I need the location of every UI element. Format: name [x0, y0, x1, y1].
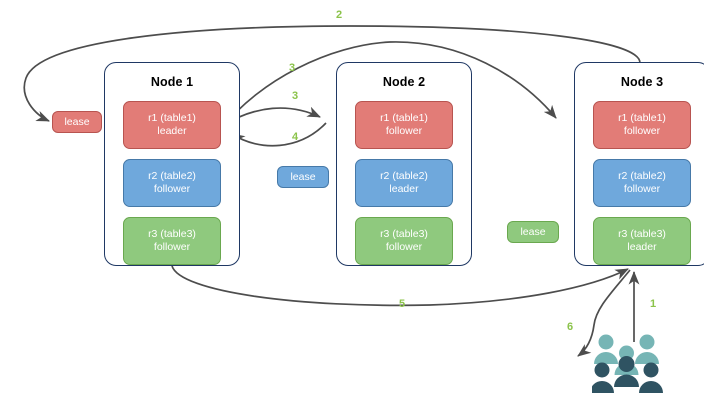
replica-role: follower — [623, 183, 661, 195]
replica-node2-r2[interactable]: r2 (table2) leader — [355, 159, 453, 207]
node-box-node2[interactable]: Node 2 r1 (table1) follower r2 (table2) … — [336, 62, 472, 266]
replica-node2-r3[interactable]: r3 (table3) follower — [355, 217, 453, 265]
replica-name: r3 (table3) — [618, 227, 666, 240]
lease-badge-r3[interactable]: lease — [507, 221, 559, 243]
replica-name: r2 (table2) — [618, 169, 666, 182]
step-label-1: 1 — [649, 298, 657, 310]
replica-role: follower — [153, 183, 191, 195]
step-label-3b: 3 — [291, 90, 299, 102]
replica-role: leader — [389, 183, 419, 195]
users-group-icon[interactable] — [592, 333, 668, 395]
replica-node3-r1[interactable]: r1 (table1) follower — [593, 101, 691, 149]
lease-badge-r2[interactable]: lease — [277, 166, 329, 188]
replica-name: r1 (table1) — [148, 111, 196, 124]
replica-node3-r3[interactable]: r3 (table3) leader — [593, 217, 691, 265]
edge-step-5 — [171, 265, 629, 307]
replica-node1-r3[interactable]: r3 (table3) follower — [123, 217, 221, 265]
replica-role: follower — [153, 241, 191, 253]
replica-node1-r1[interactable]: r1 (table1) leader — [123, 101, 221, 149]
replica-node2-r1[interactable]: r1 (table1) follower — [355, 101, 453, 149]
replica-name: r2 (table2) — [380, 169, 428, 182]
node-box-node1[interactable]: Node 1 r1 (table1) leader r2 (table2) fo… — [104, 62, 240, 266]
step-label-6: 6 — [566, 321, 574, 333]
step-label-4: 4 — [291, 131, 299, 143]
node-box-node3[interactable]: Node 3 r1 (table1) follower r2 (table2) … — [574, 62, 704, 266]
replica-role: follower — [385, 241, 423, 253]
replica-node3-r2[interactable]: r2 (table2) follower — [593, 159, 691, 207]
replica-name: r1 (table1) — [380, 111, 428, 124]
edge-step-3-upper — [221, 41, 557, 129]
step-label-3a: 3 — [288, 62, 296, 74]
step-label-2: 2 — [335, 9, 343, 21]
edge-step-2 — [23, 25, 641, 122]
node-title: Node 2 — [382, 75, 426, 89]
replica-name: r2 (table2) — [148, 169, 196, 182]
node-title: Node 1 — [150, 75, 194, 89]
users-front-row — [592, 356, 663, 393]
replica-role: follower — [623, 125, 661, 137]
replica-role: follower — [385, 125, 423, 137]
node-title: Node 3 — [620, 75, 664, 89]
edge-step-4 — [231, 122, 327, 147]
replica-name: r3 (table3) — [148, 227, 196, 240]
replica-node1-r2[interactable]: r2 (table2) follower — [123, 159, 221, 207]
replica-role: leader — [627, 241, 657, 253]
users-back-row — [594, 334, 659, 375]
replica-role: leader — [157, 125, 187, 137]
step-label-5: 5 — [398, 298, 406, 310]
lease-badge-r1[interactable]: lease — [52, 111, 102, 133]
replica-name: r1 (table1) — [618, 111, 666, 124]
replica-name: r3 (table3) — [380, 227, 428, 240]
edge-step-6 — [577, 269, 631, 357]
